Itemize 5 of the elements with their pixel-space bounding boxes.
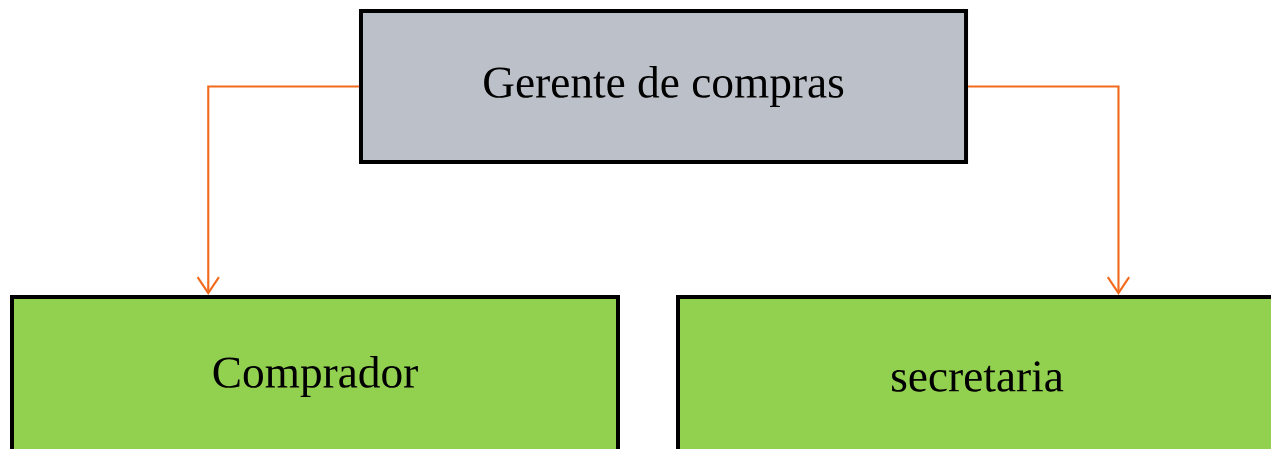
title-box: Gerente de compras [359, 9, 969, 164]
arrow [196, 85, 359, 295]
role-box: secretaria [676, 295, 1271, 449]
arrow [968, 85, 1131, 295]
role-box: Comprador [10, 295, 620, 449]
